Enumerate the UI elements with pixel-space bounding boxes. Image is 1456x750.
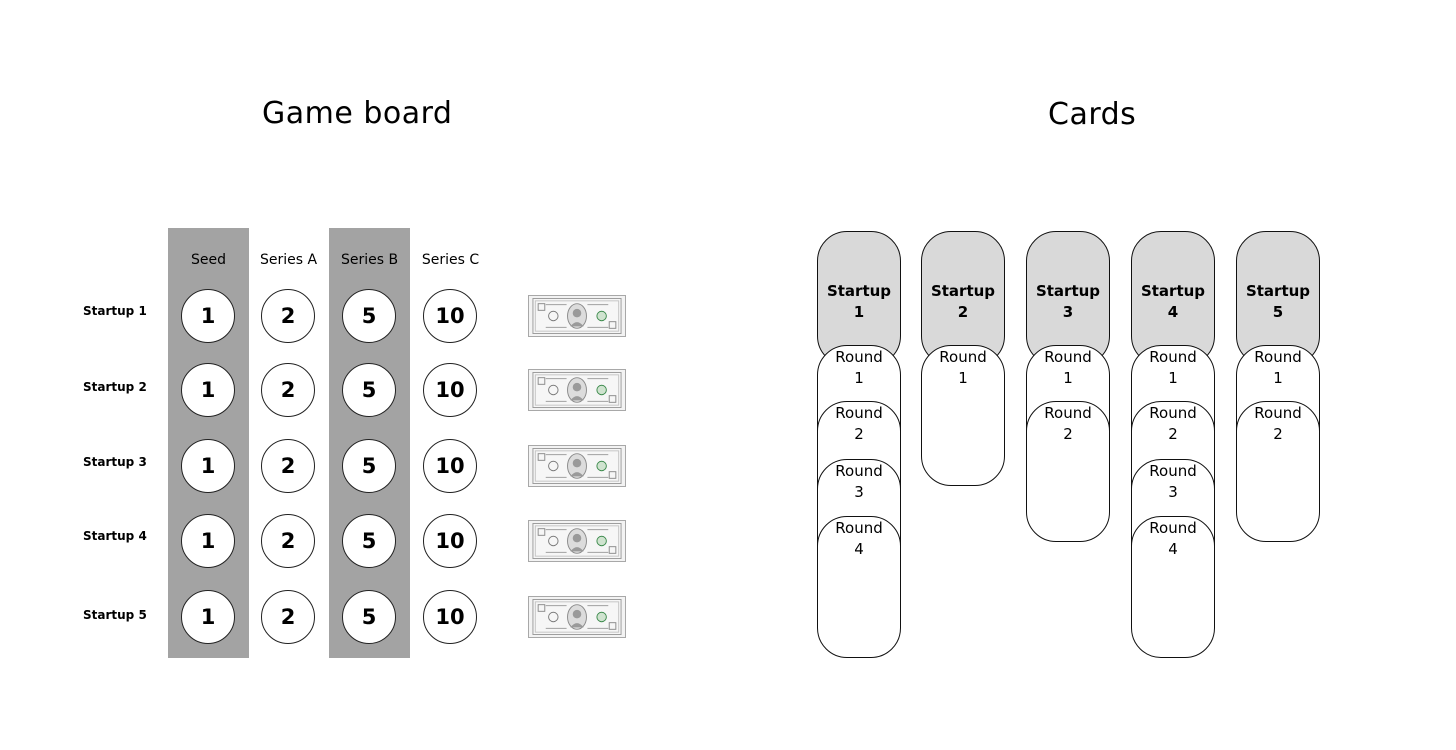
dollar-bill[interactable] xyxy=(528,295,626,337)
dollar-bill[interactable] xyxy=(528,520,626,562)
startup-number: 5 xyxy=(1272,303,1284,321)
cards-title: Cards xyxy=(1048,97,1137,132)
investment-token[interactable]: 1 xyxy=(181,514,235,568)
investment-token[interactable]: 2 xyxy=(261,590,315,644)
investment-token[interactable]: 10 xyxy=(423,363,477,417)
startup-label: Startup xyxy=(1035,282,1101,300)
startup-label: Startup xyxy=(1140,282,1206,300)
round-label: Round xyxy=(1044,348,1092,366)
round-label: Round xyxy=(1149,348,1197,366)
round-number: 1 xyxy=(958,369,968,387)
startup-label: Startup xyxy=(1245,282,1311,300)
investment-token[interactable]: 10 xyxy=(423,590,477,644)
investment-token[interactable]: 5 xyxy=(342,289,396,343)
round-number: 2 xyxy=(1063,425,1073,443)
investment-token[interactable]: 5 xyxy=(342,514,396,568)
investment-token[interactable]: 5 xyxy=(342,439,396,493)
round-label: Round xyxy=(1149,519,1197,537)
round-card[interactable]: Round 4 xyxy=(1131,516,1215,658)
round-label: Round xyxy=(1044,404,1092,422)
round-card[interactable]: Round 2 xyxy=(1026,401,1110,542)
startup-number: 4 xyxy=(1167,303,1179,321)
investment-token[interactable]: 2 xyxy=(261,514,315,568)
row-label: Startup 2 xyxy=(83,380,147,394)
round-label: Round xyxy=(835,462,883,480)
startup-card[interactable]: Startup 1 xyxy=(817,231,901,366)
investment-token[interactable]: 10 xyxy=(423,439,477,493)
row-label: Startup 1 xyxy=(83,304,147,318)
investment-token[interactable]: 2 xyxy=(261,363,315,417)
row-label: Startup 4 xyxy=(83,529,147,543)
round-card[interactable]: Round 4 xyxy=(817,516,901,658)
round-label: Round xyxy=(835,404,883,422)
round-label: Round xyxy=(835,519,883,537)
startup-card[interactable]: Startup 5 xyxy=(1236,231,1320,366)
dollar-bill-icon xyxy=(532,599,622,635)
round-number: 1 xyxy=(1063,369,1073,387)
startup-number: 2 xyxy=(957,303,969,321)
round-number: 4 xyxy=(854,540,864,558)
round-number: 1 xyxy=(854,369,864,387)
investment-token[interactable]: 1 xyxy=(181,590,235,644)
round-label: Round xyxy=(1254,404,1302,422)
investment-token[interactable]: 2 xyxy=(261,289,315,343)
startup-number: 1 xyxy=(853,303,865,321)
investment-token[interactable]: 1 xyxy=(181,439,235,493)
dollar-bill-icon xyxy=(532,448,622,484)
round-number: 2 xyxy=(854,425,864,443)
dollar-bill-icon xyxy=(532,298,622,334)
dollar-bill[interactable] xyxy=(528,369,626,411)
round-number: 1 xyxy=(1273,369,1283,387)
round-label: Round xyxy=(1149,462,1197,480)
investment-token[interactable]: 10 xyxy=(423,289,477,343)
round-label: Round xyxy=(1254,348,1302,366)
startup-card[interactable]: Startup 3 xyxy=(1026,231,1110,366)
dollar-bill-icon xyxy=(532,523,622,559)
round-label: Round xyxy=(835,348,883,366)
round-label: Round xyxy=(939,348,987,366)
row-label: Startup 3 xyxy=(83,455,147,469)
round-label: Round xyxy=(1149,404,1197,422)
startup-number: 3 xyxy=(1062,303,1074,321)
round-number: 3 xyxy=(1168,483,1178,501)
investment-token[interactable]: 1 xyxy=(181,289,235,343)
round-number: 4 xyxy=(1168,540,1178,558)
dollar-bill-icon xyxy=(532,372,622,408)
column-header: Series C xyxy=(421,252,480,268)
investment-token[interactable]: 2 xyxy=(261,439,315,493)
round-number: 2 xyxy=(1168,425,1178,443)
investment-token[interactable]: 5 xyxy=(342,590,396,644)
round-card[interactable]: Round 2 xyxy=(1236,401,1320,542)
round-number: 2 xyxy=(1273,425,1283,443)
dollar-bill[interactable] xyxy=(528,445,626,487)
startup-label: Startup xyxy=(826,282,892,300)
startup-label: Startup xyxy=(930,282,996,300)
round-number: 1 xyxy=(1168,369,1178,387)
startup-card[interactable]: Startup 4 xyxy=(1131,231,1215,366)
round-card[interactable]: Round 1 xyxy=(921,345,1005,486)
game-board-title: Game board xyxy=(262,96,453,131)
column-header: Seed xyxy=(191,252,226,268)
column-header: Series A xyxy=(259,252,318,268)
row-label: Startup 5 xyxy=(83,608,147,622)
startup-card[interactable]: Startup 2 xyxy=(921,231,1005,366)
investment-token[interactable]: 10 xyxy=(423,514,477,568)
investment-token[interactable]: 5 xyxy=(342,363,396,417)
round-number: 3 xyxy=(854,483,864,501)
column-header: Series B xyxy=(340,252,399,268)
investment-token[interactable]: 1 xyxy=(181,363,235,417)
dollar-bill[interactable] xyxy=(528,596,626,638)
